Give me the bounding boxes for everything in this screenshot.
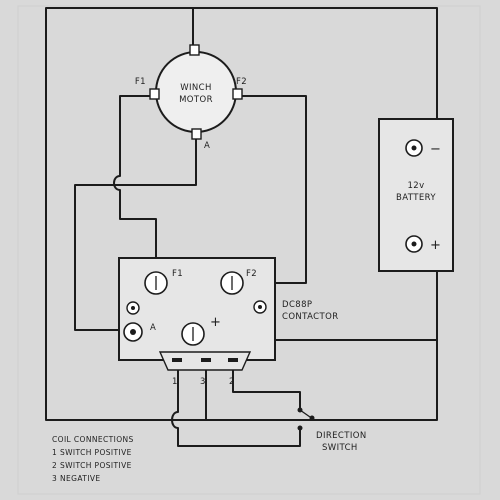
wire-coil-2 [232,370,301,408]
contactor-f1-label: F1 [172,269,183,279]
coil-terminal-1-label: 1 [172,377,178,387]
motor-f2-label: F2 [236,77,247,87]
legend-item-1: 1 SWITCH POSITIVE [52,448,132,457]
winch-motor: WINCH MOTOR F1 F2 A [135,44,247,151]
legend-item-2: 2 SWITCH POSITIVE [52,461,132,470]
coil-connections-legend: COIL CONNECTIONS 1 SWITCH POSITIVE 2 SWI… [52,435,134,483]
motor-terminal-a [191,128,202,140]
contactor: F1 F2 A + DC88P CONTACTOR [118,257,339,371]
legend-title: COIL CONNECTIONS [52,435,134,444]
battery-pos-sign: + [430,238,441,253]
motor-f1-label: F1 [135,77,146,87]
contactor-f2-label: F2 [246,269,257,279]
motor-terminal-f2 [232,88,243,100]
motor-terminal-f1 [149,88,160,100]
coil-terminal-3-label: 3 [200,377,206,387]
wire-motor-a-to-contactor-a [74,138,197,331]
direction-switch: DIRECTION SWITCH [297,407,367,453]
motor-terminal-top [189,44,200,56]
motor-label-line2: MOTOR [179,95,213,105]
contactor-a-label: A [150,323,156,333]
diagram-frame [17,5,481,495]
motor-a-label: A [204,141,210,151]
contactor-label-line2: CONTACTOR [282,312,339,322]
battery-label-line1: 12v [407,181,424,191]
coil-terminal-2-label: 2 [229,377,235,387]
legend-item-3: 3 NEGATIVE [52,474,101,483]
direction-switch-label-line1: DIRECTION [316,431,367,441]
motor-label-line1: WINCH [180,83,212,93]
contactor-plus-label: + [210,315,221,330]
wire-coil-1 [171,370,301,447]
battery-neg-sign: − [430,142,441,157]
battery-label-line2: BATTERY [396,193,436,203]
contactor-label-line1: DC88P [282,300,312,310]
direction-switch-label-line2: SWITCH [322,443,358,453]
battery: − + 12v BATTERY [378,118,454,272]
